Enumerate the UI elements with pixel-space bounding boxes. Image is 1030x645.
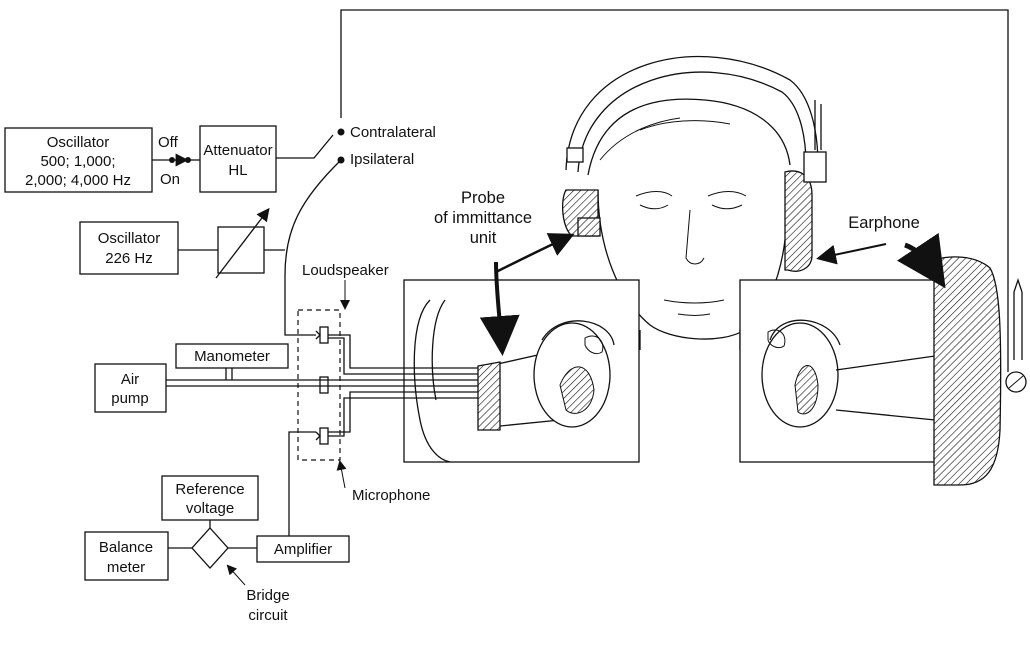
right-ear-panel [740, 257, 1026, 485]
balance-meter-box: Balance meter [85, 532, 168, 580]
attenuator-box: Attenuator HL [200, 126, 276, 192]
earphone-label: Earphone [848, 214, 920, 232]
svg-text:of immittance: of immittance [434, 209, 532, 227]
contralateral-label: Contralateral [350, 124, 436, 141]
left-ear-panel [404, 280, 639, 462]
loudspeaker-label: Loudspeaker [302, 262, 389, 279]
svg-text:pump: pump [111, 390, 149, 407]
svg-text:HL: HL [228, 162, 247, 179]
svg-text:Oscillator: Oscillator [47, 134, 110, 151]
bridge-circuit-label: Bridge circuit [246, 587, 289, 624]
svg-text:unit: unit [470, 229, 497, 247]
svg-text:Balance: Balance [99, 539, 153, 556]
svg-text:Air: Air [121, 371, 139, 388]
ipsilateral-label: Ipsilateral [350, 151, 414, 168]
svg-text:circuit: circuit [248, 607, 288, 624]
svg-text:Amplifier: Amplifier [274, 541, 332, 558]
oscillator-probe-box: Oscillator 226 Hz [80, 222, 178, 274]
svg-text:Probe: Probe [461, 189, 505, 207]
svg-text:226 Hz: 226 Hz [105, 250, 153, 267]
manometer-box: Manometer [176, 344, 288, 368]
oscillator-tones-box: Oscillator 500; 1,000; 2,000; 4,000 Hz [5, 128, 152, 192]
amplifier-box: Amplifier [257, 536, 349, 562]
air-pump-box: Air pump [95, 364, 166, 412]
svg-text:voltage: voltage [186, 500, 234, 517]
reference-voltage-box: Reference voltage [162, 476, 258, 520]
svg-text:500; 1,000;: 500; 1,000; [40, 153, 115, 170]
microphone-label: Microphone [352, 487, 430, 504]
svg-text:Oscillator: Oscillator [98, 230, 161, 247]
switch-off-label: Off [158, 134, 179, 151]
svg-text:Manometer: Manometer [194, 348, 270, 365]
svg-text:2,000; 4,000 Hz: 2,000; 4,000 Hz [25, 172, 131, 189]
switch-on-label: On [160, 171, 180, 188]
svg-text:Reference: Reference [175, 481, 244, 498]
probe-label: Probe of immittance unit [434, 189, 532, 247]
svg-text:Attenuator: Attenuator [203, 142, 272, 159]
svg-text:Bridge: Bridge [246, 587, 289, 604]
svg-text:meter: meter [107, 559, 145, 576]
